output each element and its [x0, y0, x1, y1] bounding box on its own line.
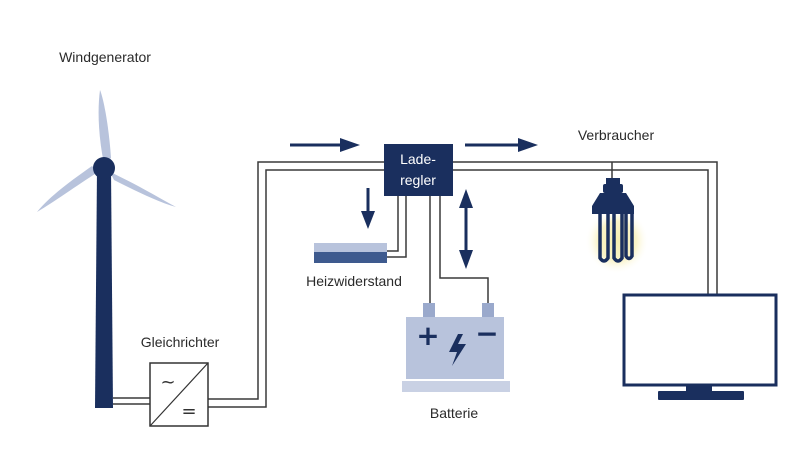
- wiring: [113, 161, 718, 408]
- battery-icon: + −: [402, 303, 510, 392]
- ac-symbol: ~: [160, 372, 175, 393]
- monitor-icon: [622, 293, 778, 400]
- charge-controller-label-line2: regler: [400, 172, 436, 188]
- dc-symbol: =: [181, 401, 196, 422]
- flow-arrow-out-icon: [465, 138, 538, 152]
- battery-label: Batterie: [430, 405, 478, 421]
- charge-controller-box: Lade- regler: [384, 144, 453, 196]
- rectifier-label: Gleichrichter: [141, 334, 220, 350]
- consumer-label: Verbraucher: [578, 127, 655, 143]
- lightning-icon: [449, 334, 466, 366]
- wind-turbine-icon: [37, 90, 176, 408]
- light-bulb-icon: [585, 178, 649, 274]
- heating-resistor-icon: [314, 243, 387, 263]
- heating-resistor-label: Heizwiderstand: [306, 273, 402, 289]
- rectifier-box: ~ =: [149, 362, 209, 427]
- bidirectional-arrow-icon: [459, 189, 473, 269]
- flow-arrow-in-icon: [290, 138, 360, 152]
- charge-controller-label-line1: Lade-: [400, 151, 436, 167]
- flow-arrow-down-icon: [361, 188, 375, 229]
- wind-generator-label: Windgenerator: [59, 49, 151, 65]
- minus-sign: −: [475, 317, 498, 350]
- plus-sign: +: [416, 319, 439, 352]
